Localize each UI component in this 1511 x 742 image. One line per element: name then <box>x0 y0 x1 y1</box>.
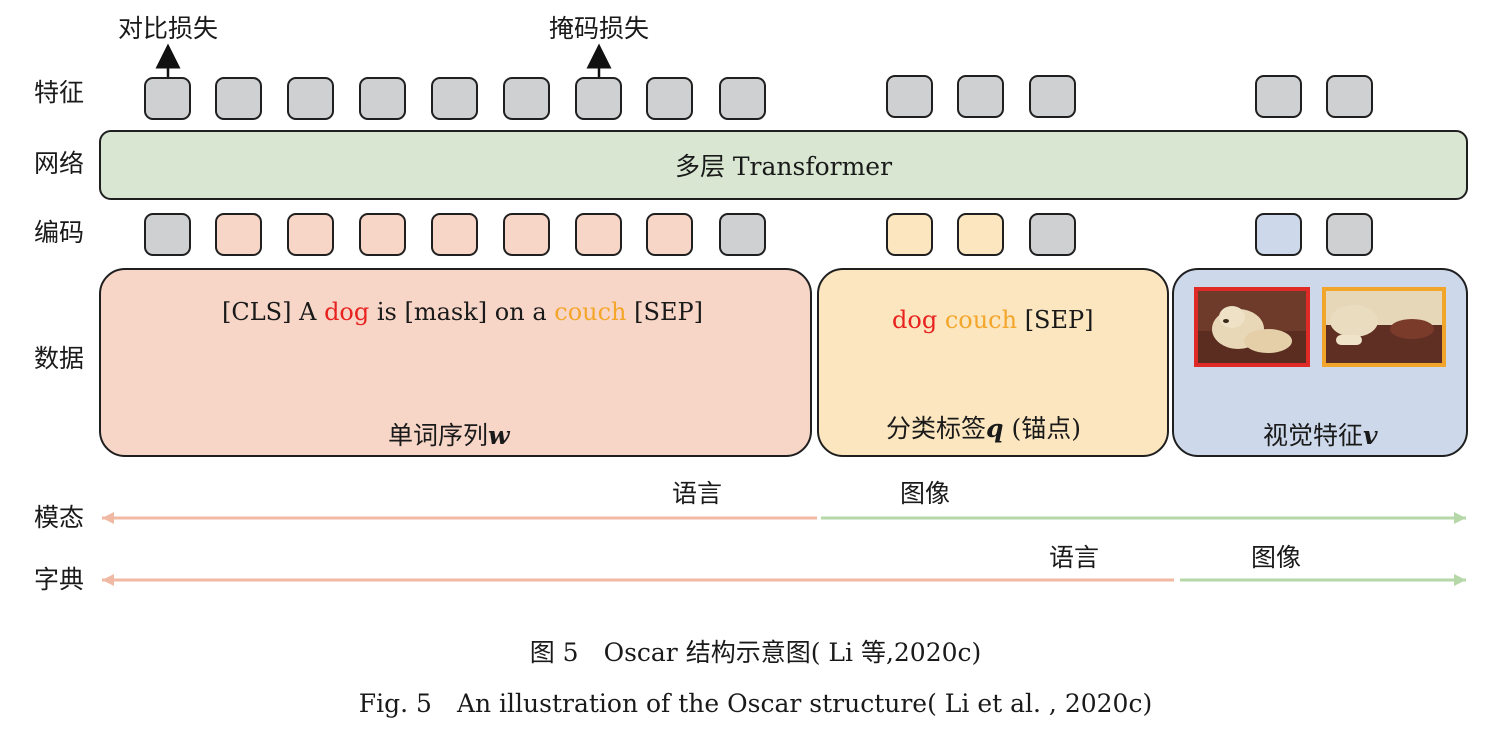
encoding-token <box>1029 213 1076 256</box>
feature-token <box>886 75 933 118</box>
seq-token: [SEP] <box>626 298 703 326</box>
feature-token <box>431 77 478 120</box>
feature-token <box>719 77 766 120</box>
feature-token <box>503 77 550 120</box>
row-label-data: 数据 <box>34 344 85 373</box>
seq-token-couch: couch <box>554 298 627 326</box>
encoding-token <box>575 213 622 256</box>
encoding-token <box>957 213 1004 256</box>
encoding-token <box>646 213 693 256</box>
encoding-token <box>215 213 262 256</box>
feature-token <box>215 77 262 120</box>
tags-panel <box>817 268 1169 457</box>
masked-loss-label: 掩码损失 <box>549 14 650 43</box>
row-label-encoding: 编码 <box>34 218 85 247</box>
feature-token <box>1255 75 1302 118</box>
word-sequence: [CLS] A dog is [mask] on a couch [SEP] <box>222 298 703 326</box>
feature-token <box>957 75 1004 118</box>
feature-token <box>287 77 334 120</box>
encoding-token <box>886 213 933 256</box>
feature-token <box>359 77 406 120</box>
feature-token <box>1029 75 1076 118</box>
row-label-modality: 模态 <box>34 503 85 532</box>
encoding-token <box>359 213 406 256</box>
figure-caption-en: Fig. 5 An illustration of the Oscar stru… <box>358 689 1153 718</box>
language-panel <box>99 268 812 457</box>
seq-token: is [mask] on a <box>369 298 555 326</box>
encoding-token <box>719 213 766 256</box>
row-label-network: 网络 <box>34 149 85 178</box>
tag-sequence: dog couch [SEP] <box>892 306 1094 334</box>
feature-token <box>575 77 622 120</box>
encoding-token <box>503 213 550 256</box>
contrastive-loss-label: 对比损失 <box>118 14 219 43</box>
encoding-token <box>144 213 191 256</box>
dictionary-language-label: 语言 <box>1049 543 1100 572</box>
encoding-token <box>1255 213 1302 256</box>
image-region-couch <box>1322 287 1446 367</box>
tag-token-dog: dog <box>892 306 938 334</box>
encoding-token <box>287 213 334 256</box>
tag-token-couch: couch <box>937 306 1018 334</box>
tag-token: [SEP] <box>1017 306 1094 334</box>
visual-feature-caption: 视觉特征v <box>1263 421 1378 450</box>
seq-token: [CLS] A <box>222 298 325 326</box>
modality-image-label: 图像 <box>900 479 951 508</box>
row-label-features: 特征 <box>34 78 85 107</box>
row-label-dictionary: 字典 <box>34 565 85 594</box>
figure-caption-cn: 图 5 Oscar 结构示意图( Li 等,2020c) <box>529 638 982 667</box>
word-sequence-caption: 单词序列w <box>388 421 510 450</box>
feature-token <box>646 77 693 120</box>
transformer-block: 多层 Transformer <box>99 130 1468 200</box>
encoding-token <box>431 213 478 256</box>
dictionary-image-label: 图像 <box>1251 543 1302 572</box>
feature-token <box>144 77 191 120</box>
feature-token <box>1326 75 1373 118</box>
image-region-dog <box>1194 287 1310 367</box>
seq-token-dog: dog <box>324 298 370 326</box>
encoding-token <box>1326 213 1373 256</box>
modality-language-label: 语言 <box>672 479 723 508</box>
tags-caption: 分类标签q (锚点) <box>886 414 1081 443</box>
